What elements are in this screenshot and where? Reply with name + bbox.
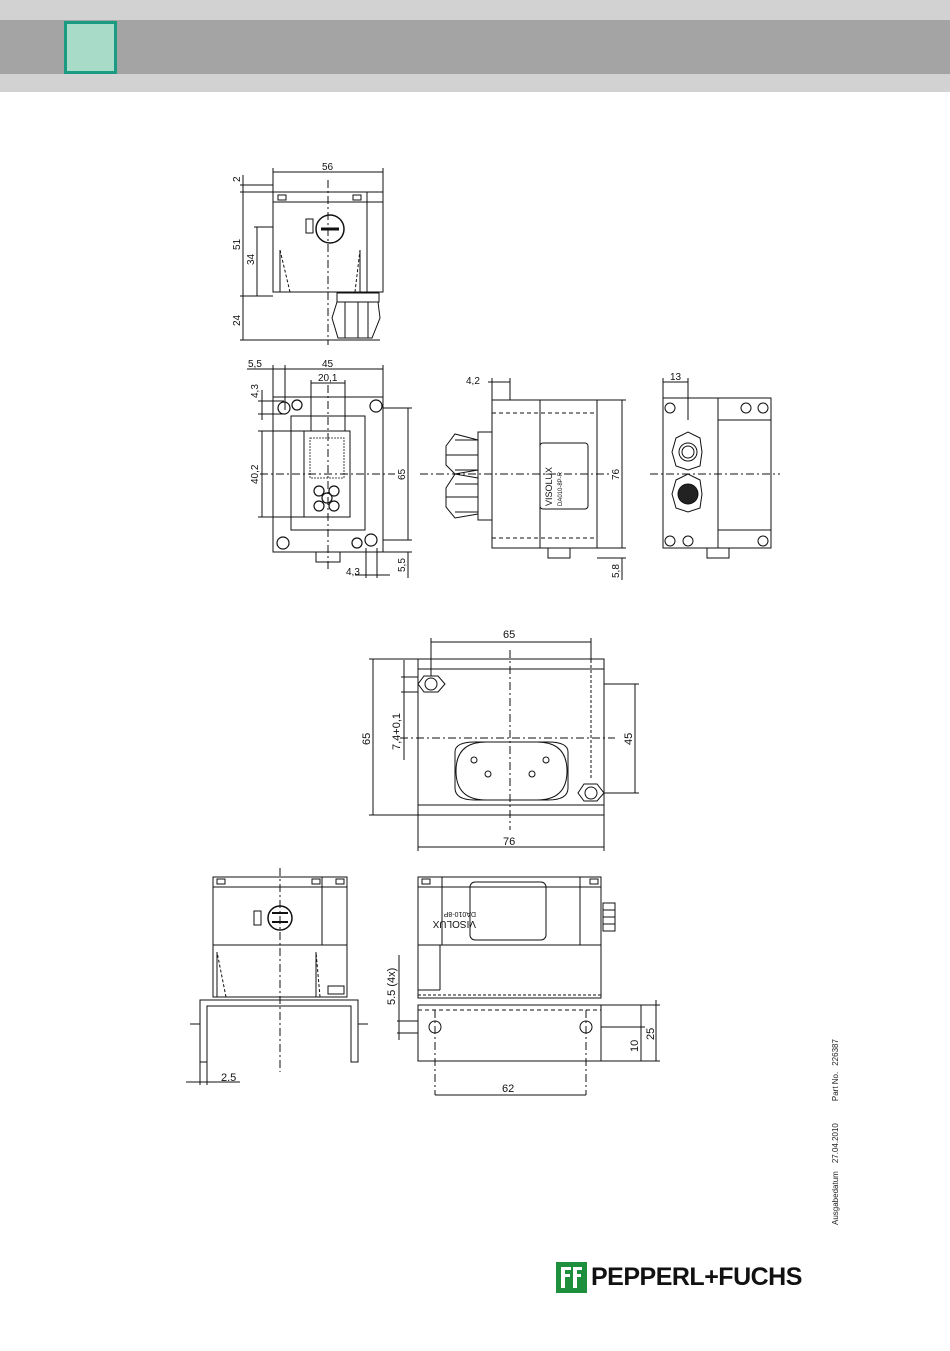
issue-date-label: Ausgabedatum [831,1171,847,1225]
dim-bottom-inner-width: 20,1 [318,373,338,384]
dim-bottom-height: 40,2 [250,464,261,484]
dim-front-cable: 24 [232,314,243,326]
dim-side-offset: 4,2 [466,376,480,387]
dim-bracket-thickness: 2.5 [221,1072,236,1084]
dim-bracket-spacing: 62 [502,1083,514,1095]
dim-back-width: 13 [670,372,682,383]
pf-logo-icon [556,1262,587,1293]
document-info: Ausgabedatum 27.04.2010 Part No. 226387 [831,805,847,1225]
dim-bottom-left: 5,5 [248,359,262,370]
dim-bottom-outer: 65 [397,468,408,480]
bracket-side-view [397,877,660,1095]
side-label-model: DA010-8P-R [558,471,564,506]
dim-top-hole-spacing: 45 [623,733,635,745]
dim-bracket-slot: 5.5 (4x) [386,968,398,1005]
dim-top-height: 65 [361,733,373,745]
bracket-label-brand: VISOLUX [432,918,476,929]
dim-bottom-hole: 4,3 [346,567,360,578]
part-number-label: Part No. [831,1072,847,1101]
top-view [369,638,639,851]
part-number: 226387 [831,1039,847,1066]
brand-logo: PEPPERL+FUCHS [556,1261,802,1293]
brand-name: PEPPERL+FUCHS [591,1263,802,1292]
dim-top-length: 76 [503,836,515,848]
dim-side-height: 76 [611,468,622,480]
dim-bracket-slot-height: 10 [629,1040,641,1052]
side-label-brand: VISOLUX [544,467,554,506]
dim-bottom-top: 4,3 [250,384,261,398]
bottom-view [247,365,412,578]
dimension-labels: 56 2 51 34 24 45 20,1 5,5 4,3 40,2 65 4,… [221,162,682,1095]
dim-top-hole: 7,4+0,1 [391,713,403,750]
back-view [650,378,780,558]
dim-bottom-width: 45 [322,359,334,370]
issue-date: 27.04.2010 [831,1123,847,1163]
dim-front-top: 2 [232,176,243,182]
dim-front-inner: 34 [246,253,257,265]
dim-bottom-bottom: 5,5 [397,558,408,572]
bracket-label-model: DA010-8P [443,910,476,917]
dim-bracket-depth: 25 [645,1028,657,1040]
dim-front-width: 56 [322,162,334,173]
side-view [420,378,626,580]
dim-top-width: 65 [503,629,515,641]
dim-side-bottom: 5,8 [611,564,622,578]
dim-front-height: 51 [232,238,243,250]
front-view [240,168,383,345]
bracket-front-view [186,868,368,1085]
